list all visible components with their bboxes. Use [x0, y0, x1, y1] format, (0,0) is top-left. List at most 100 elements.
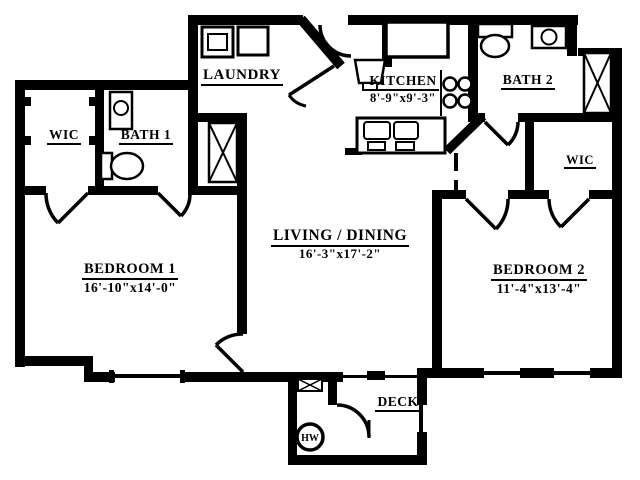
wall-segment: [88, 186, 158, 195]
bedroom2-door-leaf: [464, 197, 498, 231]
bath1-door-arc: [179, 192, 192, 218]
room-label-wic-left: WIC: [36, 127, 92, 145]
opening-dash: [454, 153, 458, 171]
washer-drum-icon: [207, 33, 228, 51]
window-tick: [180, 370, 185, 383]
stove-burner-icon: [457, 76, 473, 92]
kitchen-sink-icon: [353, 58, 387, 85]
deck-door-arc: [336, 403, 371, 438]
laundry-door-arc: [287, 94, 307, 108]
wic-left-door-arc: [44, 192, 60, 225]
wall-segment: [590, 368, 622, 378]
bath2-door-arc: [506, 121, 520, 147]
wall-segment: [15, 356, 93, 366]
cabinet-icon: [395, 141, 415, 151]
bedroom1-door-leaf: [214, 343, 245, 374]
counter-stub: [345, 148, 362, 155]
wall-segment: [367, 371, 385, 380]
wall-segment: [520, 368, 554, 378]
room-name: BATH 1: [118, 127, 174, 145]
room-dimensions: 16'-3"x17'-2": [298, 245, 382, 261]
wall-segment: [15, 186, 46, 195]
stove-burner-icon: [442, 93, 458, 109]
shelf-tick: [89, 97, 95, 106]
wall-segment: [188, 15, 198, 195]
bath1-door-leaf: [156, 191, 183, 218]
wall-segment: [567, 15, 577, 56]
walls: [15, 15, 622, 465]
window: [484, 371, 520, 375]
wall-segment: [417, 432, 427, 465]
counter-basin-icon: [393, 121, 419, 140]
wall-segment: [183, 372, 343, 382]
wall-segment: [589, 190, 622, 199]
wall-segment: [518, 113, 612, 122]
wall-segment: [288, 455, 427, 465]
wic-right-door-arc: [547, 198, 563, 229]
room-name: LAUNDRY: [201, 67, 283, 87]
wall-segment: [84, 356, 93, 382]
bedroom1-door-arc: [214, 332, 244, 347]
window: [419, 405, 423, 432]
room-label-bedroom2: BEDROOM 2 11'-4"x13'-4": [480, 262, 598, 296]
room-name: KITCHEN: [367, 73, 439, 91]
wall-segment: [525, 118, 534, 196]
shelf-tick: [89, 136, 95, 145]
room-label-bath1: BATH 1: [110, 127, 182, 145]
angled-walls: [297, 15, 487, 155]
sink-basin-icon: [113, 100, 129, 116]
laundry-door-leaf: [288, 64, 335, 97]
room-dimensions: 11'-4"x13'-4": [496, 280, 582, 296]
room-label-wic-right: WIC: [556, 153, 604, 170]
room-dimensions: 16'-10"x14'-0": [83, 279, 177, 295]
wall-segment: [188, 113, 244, 122]
stove-burner-icon: [457, 93, 473, 109]
doors: [44, 24, 591, 438]
water-heater-label: HW: [301, 433, 319, 444]
wall-segment: [237, 113, 247, 334]
toilet-bowl-icon: [109, 151, 145, 181]
wall-segment: [417, 368, 484, 378]
room-label-bedroom1: BEDROOM 1 16'-10"x14'-0": [72, 261, 188, 295]
wall-segment: [15, 80, 25, 367]
wall-chamfer: [443, 112, 487, 155]
shelf-tick: [25, 97, 31, 106]
wall-segment: [348, 15, 578, 25]
wall-segment: [612, 48, 622, 378]
entry-door-arc: [318, 24, 352, 58]
room-name: LIVING / DINING: [270, 227, 410, 247]
opening-dash: [454, 180, 458, 197]
wall-segment: [15, 80, 196, 90]
vent-xbox-icon: [297, 378, 323, 392]
wall-segment: [84, 372, 115, 382]
stove-burner-icon: [442, 76, 458, 92]
wall-segment: [188, 186, 247, 195]
wall-segment: [432, 190, 466, 199]
sliding-door: [383, 375, 418, 378]
wall-segment: [328, 372, 337, 405]
wall-segment: [288, 372, 297, 465]
room-label-kitchen: KITCHEN 8'-9"x9'-3": [356, 73, 450, 105]
room-name: BATH 2: [500, 72, 556, 90]
room-name: BEDROOM 1: [82, 261, 178, 280]
room-name: DECK: [375, 394, 421, 412]
wall-segment: [508, 190, 549, 199]
room-name: BEDROOM 2: [491, 262, 587, 281]
wic-left-door-leaf: [56, 191, 90, 225]
wall-segment: [417, 378, 427, 405]
wall-segment: [95, 88, 104, 186]
toilet-bowl-icon: [479, 33, 511, 59]
shelf-tick: [25, 136, 31, 145]
dryer-icon: [236, 25, 270, 57]
refrigerator-icon: [384, 20, 450, 59]
wall-segment: [468, 15, 478, 122]
room-dimensions: 8'-9"x9'-3": [370, 90, 436, 105]
window: [112, 374, 184, 378]
chase-xbox-icon: [582, 51, 613, 115]
room-label-bath2: BATH 2: [490, 72, 566, 90]
sink-basin-icon: [540, 28, 558, 46]
counter-basin-icon: [363, 121, 391, 140]
room-name: WIC: [46, 127, 81, 145]
window-tick: [109, 370, 114, 383]
